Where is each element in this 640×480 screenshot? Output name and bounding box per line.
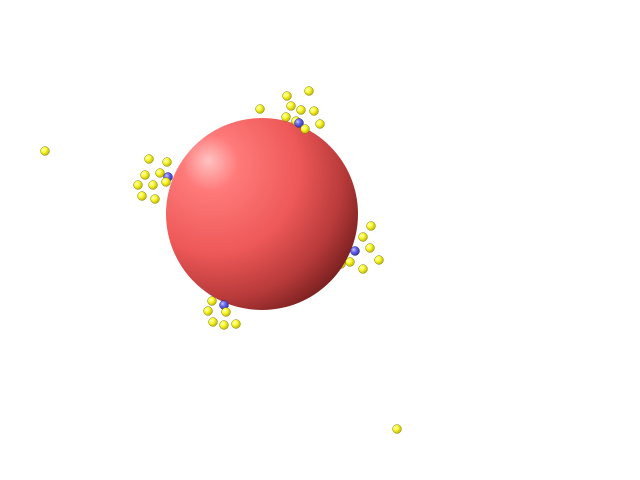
ligand-atom (203, 306, 213, 316)
ligand-atom (207, 296, 217, 306)
anchor-atom (350, 246, 360, 256)
ligand-atom (255, 104, 265, 114)
ligand-atom (345, 257, 355, 267)
central-sphere[interactable] (166, 118, 358, 310)
ligand-atom (140, 170, 150, 180)
ligand-atom (162, 157, 172, 167)
ligand-atom (358, 264, 368, 274)
ligand-atom (144, 154, 154, 164)
ligand-atom (133, 180, 143, 190)
anchor-atom (294, 118, 304, 128)
ligand-atom (231, 319, 241, 329)
ligand-atom (219, 320, 229, 330)
ligand-atom (286, 101, 296, 111)
ligand-atom (148, 180, 158, 190)
ligand-atom (281, 112, 291, 122)
ligand-atom (282, 91, 292, 101)
ligand-atom (208, 317, 218, 327)
ligand-atom (296, 105, 306, 115)
ligand-atom (374, 255, 384, 265)
ligand-atom (309, 106, 319, 116)
ligand-atom (150, 194, 160, 204)
ligand-atom (300, 124, 310, 134)
ligand-atom (40, 146, 50, 156)
ligand-atom (304, 86, 314, 96)
ligand-atom (366, 221, 376, 231)
ligand-atom (221, 307, 231, 317)
ligand-atoms-front (40, 86, 402, 434)
ligand-atom (161, 177, 171, 187)
ligand-atom (137, 191, 147, 201)
ligand-atom (155, 168, 165, 178)
ligand-atom (365, 243, 375, 253)
ligand-atom (392, 424, 402, 434)
ligand-atom (315, 119, 325, 129)
ligand-atom (358, 232, 368, 242)
